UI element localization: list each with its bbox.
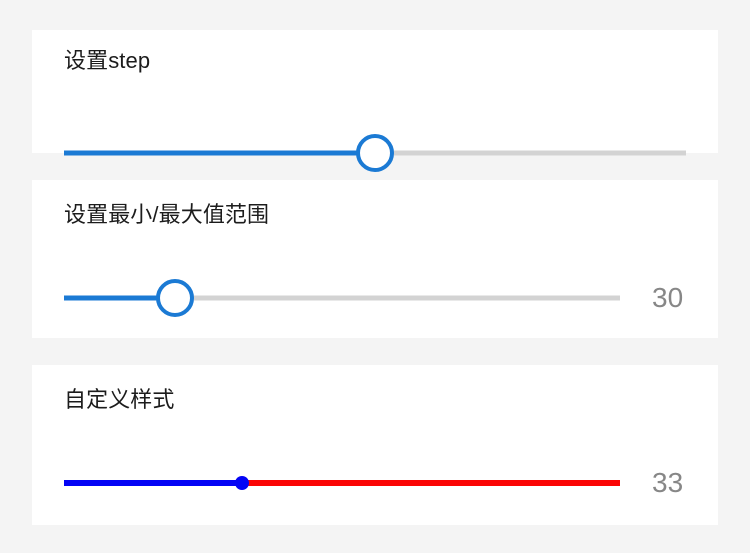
custom-slider-track-active[interactable] bbox=[64, 480, 242, 486]
range-slider-thumb[interactable] bbox=[156, 279, 195, 317]
card-range: 设置最小/最大值范围 30 bbox=[32, 180, 718, 338]
custom-slider-track-inactive[interactable] bbox=[64, 480, 620, 486]
card-range-title: 设置最小/最大值范围 bbox=[64, 202, 270, 227]
custom-slider-value: 33 bbox=[652, 467, 684, 498]
range-slider[interactable] bbox=[64, 274, 620, 322]
custom-slider[interactable] bbox=[64, 459, 620, 507]
step-slider-row bbox=[32, 108, 718, 198]
range-slider-track-inactive[interactable] bbox=[64, 295, 620, 301]
card-step-title: 设置step bbox=[64, 48, 151, 73]
card-step: 设置step bbox=[32, 30, 718, 172]
range-slider-track-active[interactable] bbox=[64, 295, 176, 301]
card-custom: 自定义样式 33 bbox=[32, 365, 718, 525]
card-custom-title: 自定义样式 bbox=[64, 387, 175, 412]
custom-slider-thumb[interactable] bbox=[234, 476, 249, 490]
range-slider-row: 30 bbox=[32, 268, 718, 328]
custom-slider-row: 33 bbox=[32, 453, 718, 513]
step-slider-thumb[interactable] bbox=[356, 134, 394, 172]
step-slider[interactable] bbox=[64, 129, 686, 177]
step-slider-track-active[interactable] bbox=[64, 150, 375, 156]
range-slider-value: 30 bbox=[652, 282, 684, 313]
